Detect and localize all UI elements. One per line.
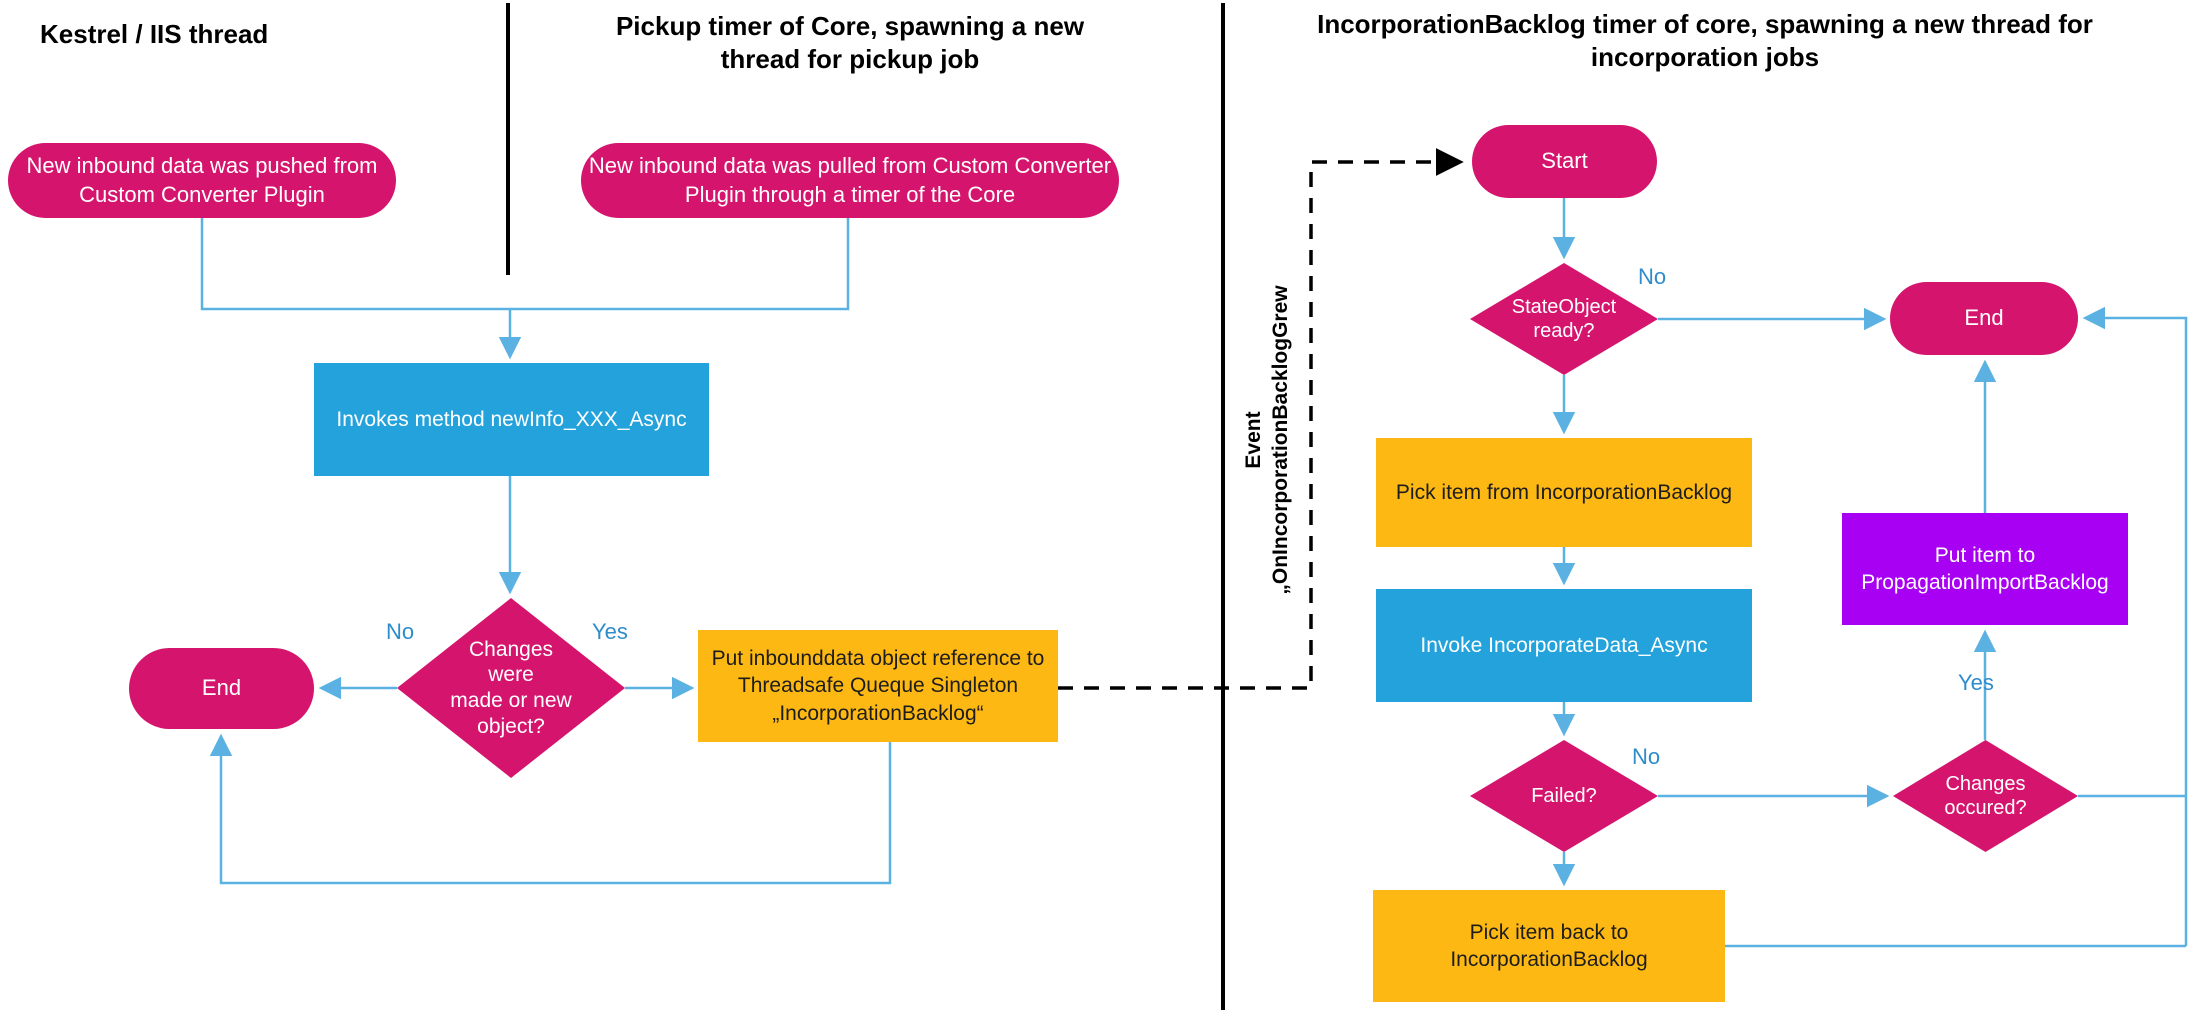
event-label-line2: „OnIncorporationBacklogGrew [1269, 285, 1293, 595]
terminator-start: Start [1472, 125, 1657, 198]
branch-label-no-failed: No [1632, 744, 1661, 769]
column-divider-left [506, 3, 510, 275]
terminator-inbound-pushed: New inbound data was pushed from Custom … [8, 143, 396, 218]
event-label: Event „OnIncorporationBacklogGrew [1240, 270, 1296, 610]
column-divider-right [1221, 3, 1225, 1010]
process-invokes-method: Invokes method newInfo_XXX_Async [314, 363, 709, 476]
branch-label-no-stateobject: No [1638, 264, 1667, 289]
process-put-item-propagation: Put item to PropagationImportBacklog [1842, 513, 2128, 625]
process-pick-item-back: Pick item back to IncorporationBacklog [1373, 890, 1725, 1002]
column-title-pickup-timer: Pickup timer of Core, spawning a new thr… [615, 11, 1085, 74]
branch-label-no-changes-made: No [386, 619, 415, 644]
column-title-incorporation-timer: IncorporationBacklog timer of core, spaw… [1317, 9, 2093, 72]
terminator-end-right: End [1890, 282, 2078, 355]
process-put-inbounddata: Put inbounddata object reference to Thre… [698, 630, 1058, 742]
terminator-inbound-pulled: New inbound data was pulled from Custom … [581, 143, 1119, 218]
terminator-end-left: End [129, 648, 314, 729]
process-invoke-incorporatedata: Invoke IncorporateData_Async [1376, 589, 1752, 702]
branch-label-yes-changes-made: Yes [592, 619, 628, 644]
column-title-kestrel: Kestrel / IIS thread [40, 19, 269, 49]
process-pick-item-from-backlog: Pick item from IncorporationBacklog [1376, 438, 1752, 547]
branch-label-yes-changes-occured: Yes [1958, 670, 1994, 695]
event-label-line1: Event [1242, 411, 1265, 469]
